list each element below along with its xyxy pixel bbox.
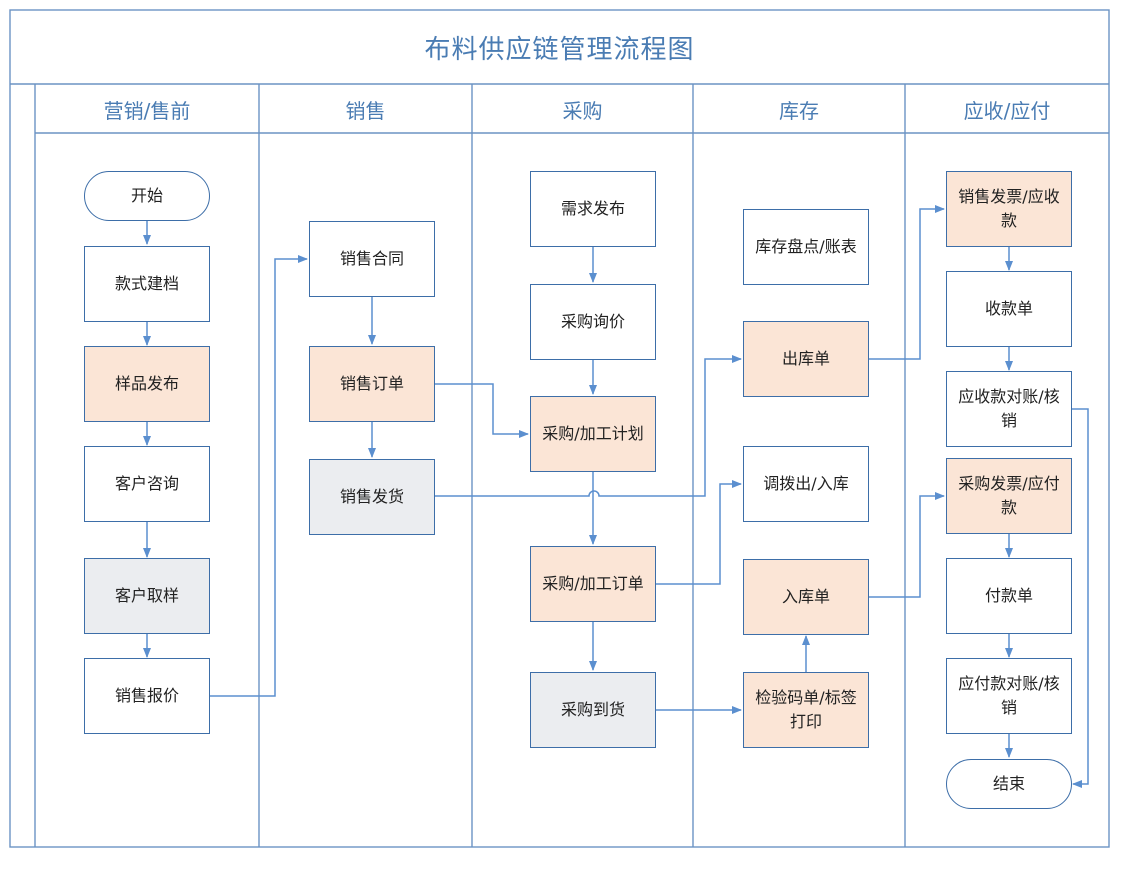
node-customer-sampling: 客户取样 bbox=[84, 558, 210, 634]
node-demand-release: 需求发布 bbox=[530, 171, 656, 247]
node-sales-invoice: 销售发票/应收款 bbox=[946, 171, 1072, 247]
node-payment: 付款单 bbox=[946, 558, 1072, 634]
diagram-title: 布料供应链管理流程图 bbox=[424, 34, 695, 65]
node-purchase-invoice: 采购发票/应付款 bbox=[946, 458, 1072, 534]
node-inspection: 检验码单/标签打印 bbox=[743, 672, 869, 748]
lane-marketing: 营销/售前 bbox=[103, 98, 191, 123]
node-inbound-order: 入库单 bbox=[743, 559, 869, 635]
lane-finance: 应收/应付 bbox=[963, 98, 1051, 123]
node-sales-contract: 销售合同 bbox=[309, 221, 435, 297]
node-purchase-inquiry: 采购询价 bbox=[530, 284, 656, 360]
arrow bbox=[210, 255, 308, 697]
node-inventory-count: 库存盘点/账表 bbox=[743, 209, 869, 285]
node-ar-reconcile: 应收款对账/核销 bbox=[946, 371, 1072, 447]
node-outbound-order: 出库单 bbox=[743, 321, 869, 397]
node-customer-inquiry: 客户咨询 bbox=[84, 446, 210, 522]
node-purchase-order: 采购/加工订单 bbox=[530, 546, 656, 622]
node-ap-reconcile: 应付款对账/核销 bbox=[946, 658, 1072, 734]
lane-inventory: 库存 bbox=[779, 98, 819, 123]
node-purchase-arrival: 采购到货 bbox=[530, 672, 656, 748]
node-sales-order: 销售订单 bbox=[309, 346, 435, 422]
lane-purchase: 采购 bbox=[562, 98, 603, 123]
arrow bbox=[656, 480, 742, 585]
node-transfer: 调拨出/入库 bbox=[743, 446, 869, 522]
node-purchase-plan: 采购/加工计划 bbox=[530, 396, 656, 472]
node-sample-release: 样品发布 bbox=[84, 346, 210, 422]
arrow bbox=[435, 383, 529, 438]
end-node: 结束 bbox=[946, 759, 1072, 809]
start-node: 开始 bbox=[84, 171, 210, 221]
arrow bbox=[435, 355, 742, 497]
arrow bbox=[869, 492, 945, 598]
node-sales-quote: 销售报价 bbox=[84, 658, 210, 734]
node-receipt: 收款单 bbox=[946, 271, 1072, 347]
arrow bbox=[869, 205, 945, 360]
node-sales-delivery: 销售发货 bbox=[309, 459, 435, 535]
lane-sales: 销售 bbox=[345, 98, 386, 123]
node-style-archive: 款式建档 bbox=[84, 246, 210, 322]
arrow bbox=[1072, 408, 1089, 788]
